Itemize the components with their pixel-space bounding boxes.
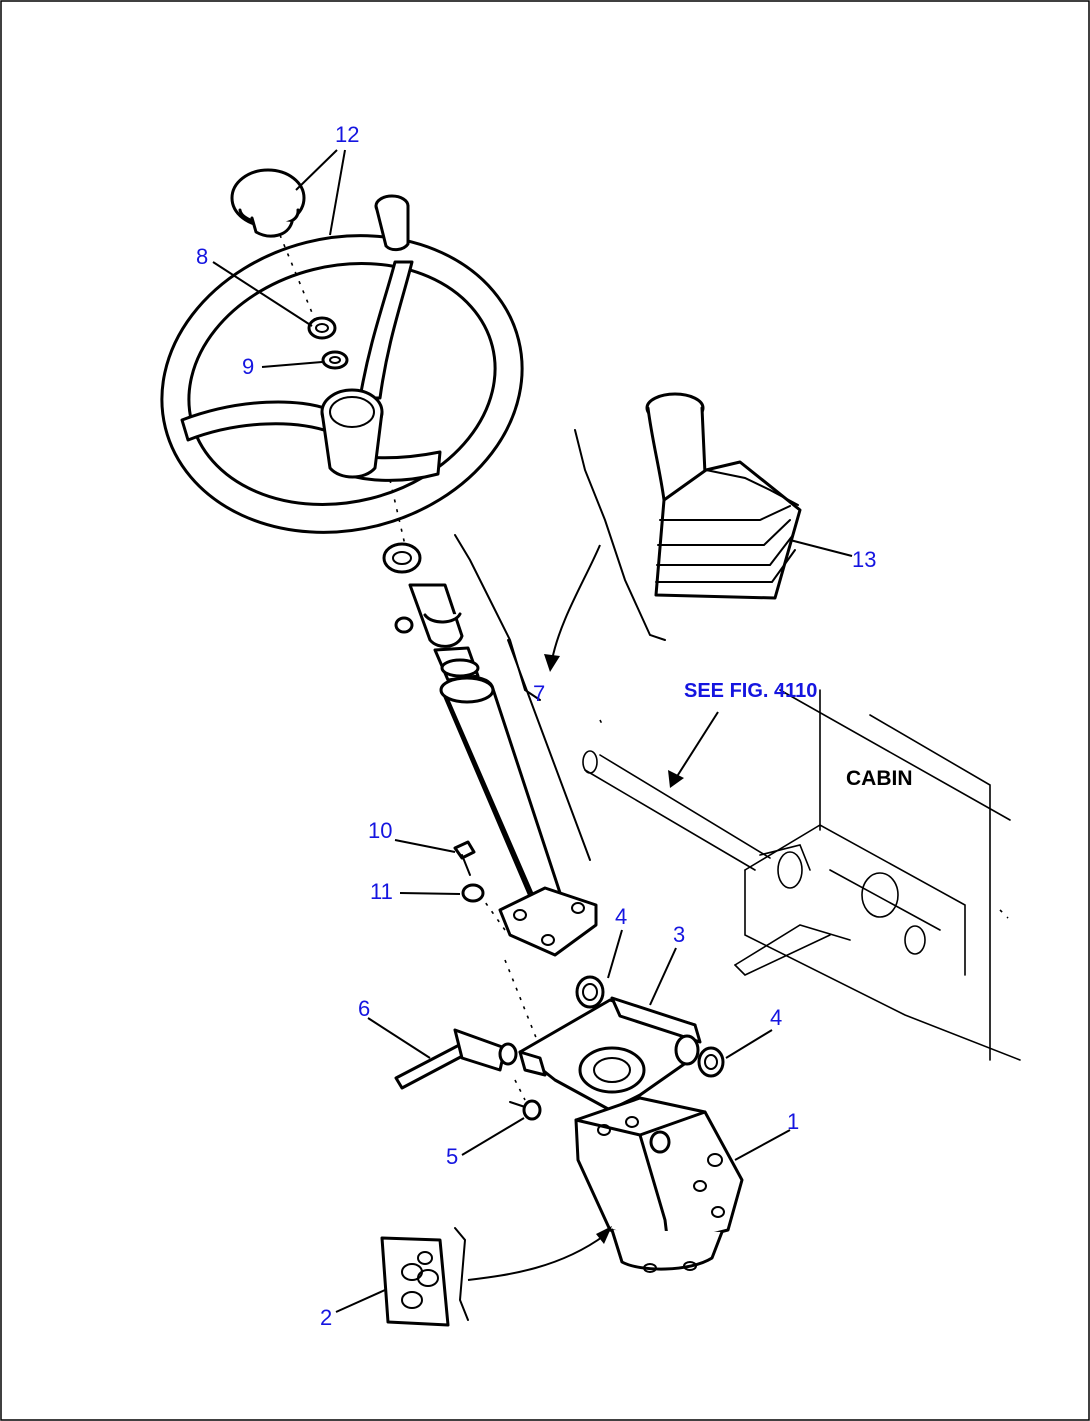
detail-arrow-icon <box>596 1226 612 1244</box>
callout-5: 5 <box>446 1144 458 1169</box>
reference-arrow <box>668 711 719 788</box>
callout-10: 10 <box>368 818 392 843</box>
callout-11: 11 <box>370 879 393 904</box>
steering-wheel <box>160 234 524 534</box>
cabin-label: CABIN <box>846 767 913 790</box>
callout-12: 12 <box>335 122 359 147</box>
callout-labels: 12 8 9 13 7 10 11 4 3 4 6 1 5 2 <box>196 122 876 1330</box>
callout-4-upper: 4 <box>615 904 627 929</box>
callout-1: 1 <box>787 1109 799 1134</box>
cabin-structure <box>582 689 1021 1061</box>
screw-and-washer <box>453 840 485 903</box>
shift-lever-boot <box>645 392 802 600</box>
horn-button <box>230 168 306 238</box>
reference-arrow-icon <box>668 770 684 788</box>
tilt-lever <box>394 1028 518 1090</box>
callout-3: 3 <box>673 922 685 947</box>
callout-8: 8 <box>196 244 208 269</box>
column-arrow <box>544 544 601 672</box>
nut-and-washer <box>307 316 349 370</box>
bolt <box>509 1099 542 1121</box>
callout-leaders <box>212 149 853 1313</box>
port-detail-inset <box>380 1226 612 1327</box>
mounting-bracket <box>518 975 725 1112</box>
assembly-axes <box>279 234 546 1101</box>
steering-valve <box>574 1096 744 1273</box>
callout-9: 9 <box>242 354 254 379</box>
steering-column <box>382 542 598 957</box>
callout-7: 7 <box>533 681 545 706</box>
arrow-icon <box>544 654 560 672</box>
callout-4-lower: 4 <box>770 1005 782 1030</box>
figure-reference: SEE FIG. 4110 <box>684 680 817 702</box>
callout-2: 2 <box>320 1305 332 1330</box>
callout-6: 6 <box>358 996 370 1021</box>
callout-13: 13 <box>852 547 876 572</box>
spinner-knob <box>374 194 410 252</box>
panel-break-lines <box>454 429 666 861</box>
